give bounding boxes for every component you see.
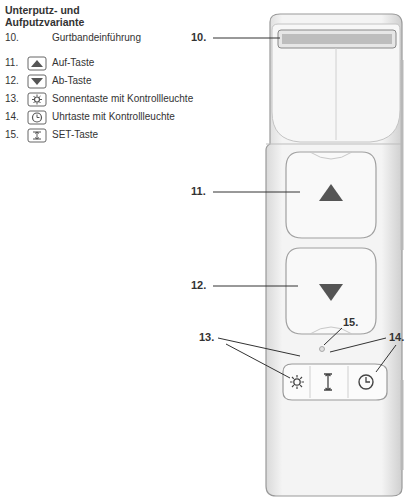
callout-number: 14. — [389, 331, 404, 344]
callout-number: 10. — [191, 31, 206, 44]
callout-number: 13. — [199, 331, 214, 344]
legend-text: Ab-Taste — [52, 75, 91, 87]
legend-text: SET-Taste — [52, 129, 98, 141]
legend-text: Gurtbandeinführung — [52, 32, 141, 44]
legend-heading: Unterputz- und Aufputzvariante — [5, 4, 100, 28]
legend-text: Uhrtaste mit Kontrollleuchte — [52, 111, 175, 123]
legend-number: 13. — [5, 93, 19, 105]
callout-number: 15. — [343, 316, 358, 329]
down-button — [286, 248, 376, 334]
belt-winder-housing — [266, 14, 402, 496]
legend-icons — [28, 57, 46, 142]
legend-number: 15. — [5, 129, 19, 141]
up-button — [286, 152, 376, 238]
legend-text: Auf-Taste — [52, 57, 94, 69]
legend-number: 10. — [5, 32, 19, 44]
legend-number: 12. — [5, 75, 19, 87]
legend-text: Sonnentaste mit Kontrollleuchte — [52, 93, 193, 105]
leader-lines — [213, 38, 396, 378]
control-panel — [283, 347, 387, 401]
callout-number: 12. — [191, 279, 206, 292]
callout-number: 11. — [191, 185, 206, 198]
legend-number: 14. — [5, 111, 19, 123]
legend-number: 11. — [5, 57, 18, 69]
